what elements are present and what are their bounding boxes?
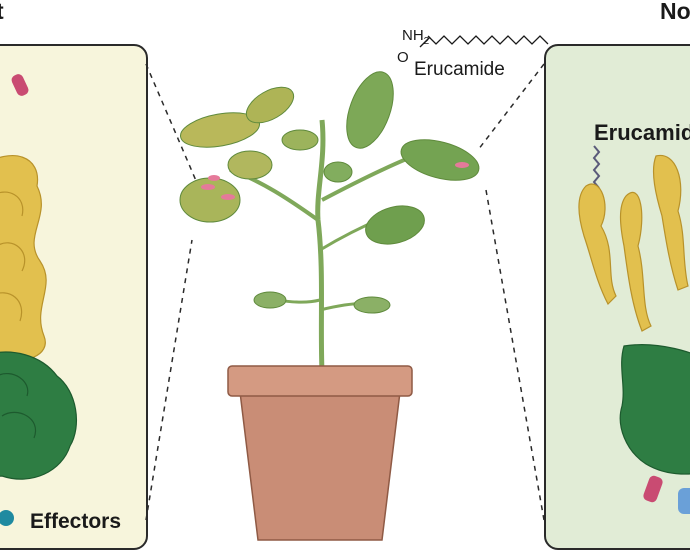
right-panel-protein-illustration xyxy=(578,145,690,514)
plant-leaves xyxy=(179,71,480,314)
right-detail-panel xyxy=(544,44,690,550)
zoom-connector-lines xyxy=(145,63,545,521)
receptor-molecule-icon xyxy=(678,488,690,514)
bound-molecule-icon xyxy=(0,510,14,526)
left-panel-header: t xyxy=(0,0,4,25)
effector-molecule-icon xyxy=(11,74,29,96)
plant-stem xyxy=(315,119,326,373)
yellow-protein-structure xyxy=(578,154,689,332)
green-protein-structure xyxy=(0,351,77,480)
green-protein-structure xyxy=(619,344,690,475)
erucamide-panel-label: Erucamid xyxy=(594,120,690,145)
effectors-label: Effectors xyxy=(30,510,122,533)
flower-pot xyxy=(227,365,413,541)
erucamide-molecule-icon xyxy=(592,145,601,189)
effector-molecule-icon xyxy=(643,475,663,503)
erucamide-chem-label: Erucamide xyxy=(414,59,505,80)
chem-oxygen-label: O xyxy=(397,49,409,66)
right-panel-header: No xyxy=(660,0,690,24)
erucamide-structure-chain xyxy=(427,35,549,45)
yellow-protein-structure xyxy=(0,155,47,361)
left-detail-panel xyxy=(0,44,148,550)
chem-nh2-label: NH2 xyxy=(402,27,430,47)
effector-markers xyxy=(201,162,469,200)
left-panel-protein-illustration xyxy=(0,74,77,526)
